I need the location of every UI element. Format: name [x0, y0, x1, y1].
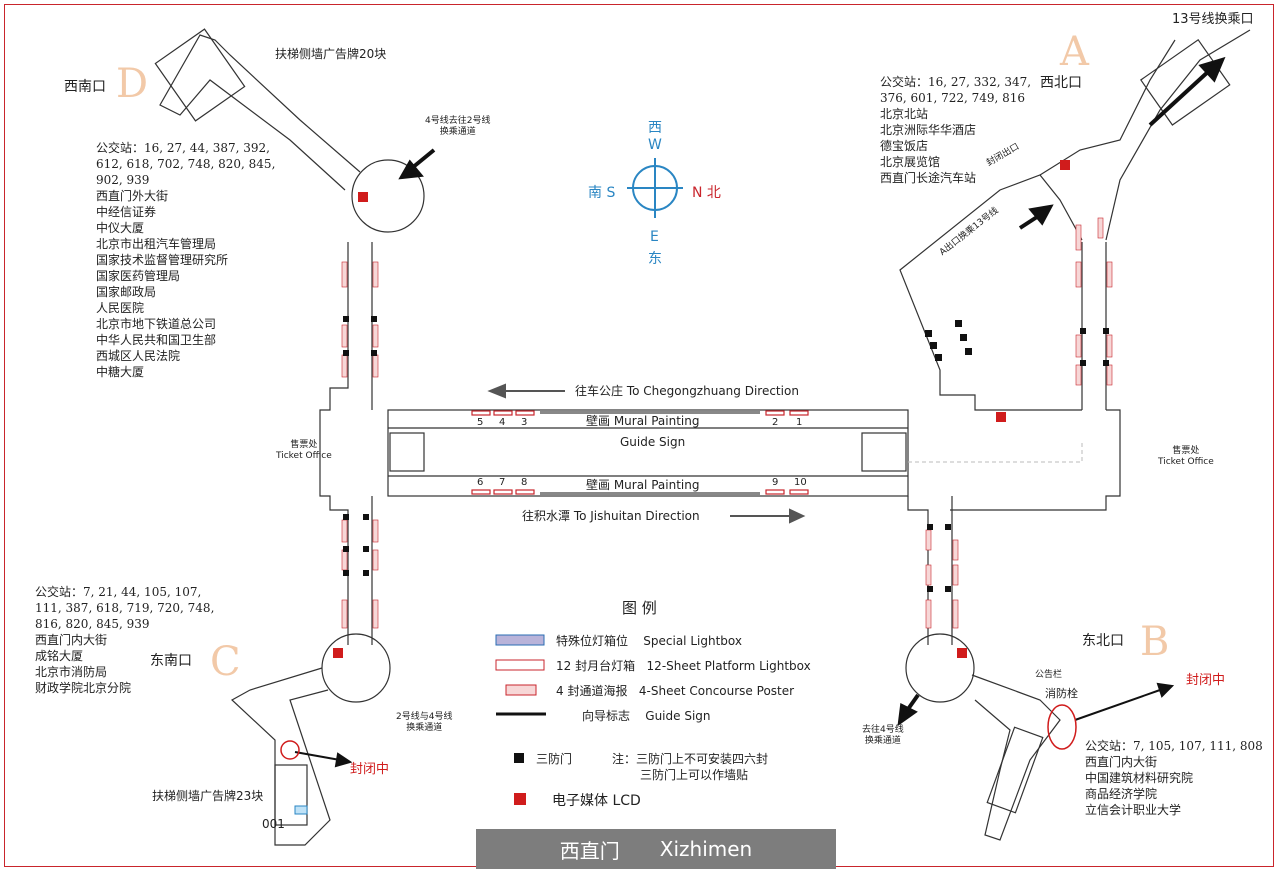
compass-east-en: E — [650, 229, 659, 245]
closed-label-b: 封闭中 — [1186, 673, 1226, 688]
escalator-d — [154, 28, 246, 122]
legend-lcd: 电子媒体 LCD — [552, 793, 641, 809]
station-title: 西直门 Xizhimen — [476, 829, 836, 869]
exit-b-letter: B — [1140, 619, 1170, 665]
lightbox-num: 8 — [521, 477, 528, 488]
legend-12-sheet: 12 封月台灯箱 12-Sheet Platform Lightbox — [556, 659, 811, 673]
concourse-posters — [341, 217, 1113, 629]
lightbox-num: 6 — [477, 477, 484, 488]
transfer-b-note: 去往4号线 换乘通道 — [862, 725, 904, 746]
escalator-b — [986, 726, 1044, 814]
legend-title: 图 例 — [622, 599, 657, 617]
lightbox-num: 9 — [772, 477, 779, 488]
escalator-d-note: 扶梯侧墙广告牌20块 — [275, 47, 387, 61]
legend-note-2: 三防门上可以作墙贴 — [640, 768, 749, 782]
corridor-left — [319, 242, 373, 645]
transfer-c-note: 2号线与4号线 换乘通道 — [396, 712, 453, 733]
exit-a-letter: A — [1060, 29, 1089, 75]
escalator-c — [274, 764, 308, 826]
exit-d-letter: D — [116, 61, 149, 107]
hall-b — [905, 633, 975, 703]
compass-west: 西 — [648, 120, 662, 136]
direction-jishuitan: 往积水潭 To Jishuitan Direction — [522, 509, 700, 523]
hall-d — [351, 159, 425, 233]
compass-west-en: W — [648, 137, 662, 153]
lightbox-num: 7 — [499, 477, 506, 488]
lightbox-num: 1 — [796, 417, 803, 428]
station-title-en: Xizhimen — [659, 837, 753, 861]
code-001: 001 — [262, 817, 285, 831]
lightbox-num: 10 — [794, 477, 807, 488]
line13-transfer-label: 13号线换乘口 — [1172, 12, 1254, 27]
corridor-right — [907, 242, 1121, 645]
lightbox-num: 4 — [499, 417, 506, 428]
exit-c-passage — [230, 667, 331, 846]
closed-label-c: 封闭中 — [350, 762, 390, 777]
hydrant-note: 消防栓 — [1045, 687, 1078, 700]
exit-b-passage — [971, 674, 1061, 841]
platform — [387, 409, 909, 497]
bus-info-a: 公交站：16, 27, 332, 347,376, 601, 722, 749,… — [880, 75, 1032, 185]
blast-doors — [343, 316, 1109, 592]
direction-chegongzhuang: 往车公庄 To Chegongzhuang Direction — [575, 384, 799, 398]
lcd-markers — [333, 160, 1070, 658]
compass-north: N 北 — [692, 185, 721, 201]
stairs-right — [861, 432, 907, 472]
notice-board-note: 公告栏 — [1035, 670, 1063, 680]
compass-rose — [627, 158, 683, 218]
exit-b-name: 东北口 — [1082, 633, 1124, 649]
exit-d-name: 西南口 — [64, 79, 106, 95]
bus-info-c: 公交站：7, 21, 44, 105, 107,111, 387, 618, 7… — [35, 585, 215, 695]
guide-sign-platform: Guide Sign — [620, 435, 686, 449]
bus-info-d: 公交站：16, 27, 44, 387, 392,612, 618, 702, … — [96, 141, 276, 379]
transfer-4-to-2-note: 4号线去往2号线 换乘通道 — [425, 116, 491, 137]
legend-4-sheet: 4 封通道海报 4-Sheet Concourse Poster — [556, 684, 795, 698]
mural-top: 壁画 Mural Painting — [586, 414, 700, 428]
lightbox-num: 2 — [772, 417, 779, 428]
platform-lightboxes — [471, 410, 809, 495]
legend-special-lightbox: 特殊位灯箱位 Special Lightbox — [556, 634, 742, 648]
exit-c-name: 东南口 — [150, 653, 192, 669]
mural-bottom: 壁画 Mural Painting — [586, 478, 700, 492]
closed-markers — [280, 704, 1077, 760]
compass-east: 东 — [648, 251, 662, 267]
hall-c — [321, 633, 391, 703]
legend-door: 三防门 — [536, 752, 573, 766]
lightbox-num: 3 — [521, 417, 528, 428]
exit-a-upper — [1105, 29, 1251, 241]
exit-d-passage — [159, 34, 361, 191]
legend-guide-sign: 向导标志 Guide Sign — [582, 709, 711, 723]
legend-graphics — [294, 634, 546, 815]
station-title-cn: 西直门 — [559, 838, 620, 863]
escalator-c-note: 扶梯侧墙广告牌23块 — [152, 789, 264, 803]
exit-a-passage — [899, 174, 1083, 411]
compass-south: 南 S — [588, 185, 616, 201]
legend-note-1: 注：三防门上不可安装四六封 — [612, 752, 769, 766]
transfer-arrows — [398, 56, 1226, 727]
exit-a-name: 西北口 — [1040, 75, 1082, 91]
lightbox-num: 5 — [477, 417, 484, 428]
exit-c-letter: C — [210, 639, 241, 685]
stairs-left — [389, 432, 425, 472]
escalator-a — [1140, 38, 1231, 126]
